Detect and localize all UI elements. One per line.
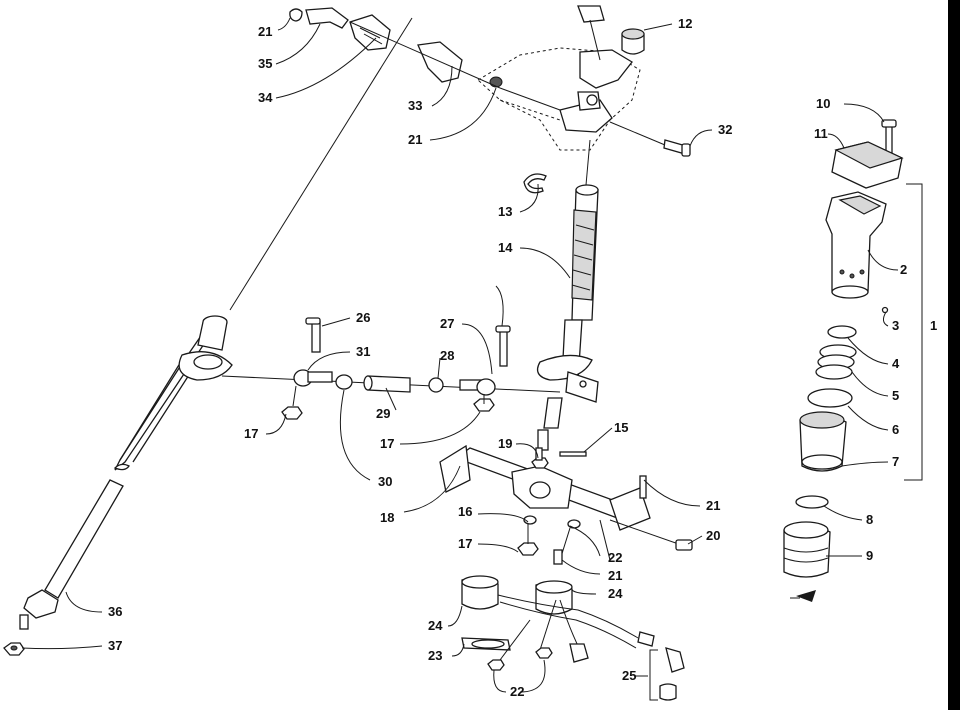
steering-shaft-lower (19, 17, 413, 630)
pivot-tube (439, 444, 693, 565)
callout-15: 15 (614, 420, 628, 435)
nut-37 (3, 642, 25, 656)
callout-17-left: 17 (244, 426, 258, 441)
column-head-assembly (783, 119, 923, 602)
callout-27: 27 (440, 316, 454, 331)
callout-25: 25 (622, 668, 636, 683)
callout-2: 2 (900, 262, 907, 277)
callout-24-left: 24 (428, 618, 443, 633)
callout-17-lower: 17 (458, 536, 472, 551)
callout-29: 29 (376, 406, 390, 421)
callout-11: 11 (814, 126, 828, 141)
callout-17-mid: 17 (380, 436, 394, 451)
callout-18: 18 (380, 510, 394, 525)
callout-20: 20 (706, 528, 720, 543)
callout-12: 12 (678, 16, 692, 31)
callout-labels: 21 35 34 33 21 12 32 13 14 26 31 27 28 2… (108, 16, 937, 699)
callout-21-top: 21 (258, 24, 272, 39)
callout-16: 16 (458, 504, 472, 519)
callout-33: 33 (408, 98, 422, 113)
clamp-12 (577, 5, 645, 61)
page-edge (948, 0, 960, 710)
callout-28: 28 (440, 348, 454, 363)
callout-22-lower: 22 (510, 684, 524, 699)
callout-1: 1 (930, 318, 937, 333)
callout-37: 37 (108, 638, 122, 653)
callout-6: 6 (892, 422, 899, 437)
callout-30: 30 (378, 474, 392, 489)
callout-7: 7 (892, 454, 899, 469)
top-linkage (289, 7, 561, 111)
connector-25 (649, 647, 685, 701)
callout-31: 31 (356, 344, 370, 359)
retaining-ring-13 (523, 173, 547, 194)
callout-3: 3 (892, 318, 899, 333)
callout-21-right: 21 (706, 498, 720, 513)
callout-26-left: 26 (356, 310, 370, 325)
callout-35: 35 (258, 56, 272, 71)
callout-24-right: 24 (608, 586, 623, 601)
steering-bracket (477, 47, 641, 151)
steering-column-upper (536, 139, 599, 451)
bolt-32 (609, 121, 691, 157)
sensor-assembly (461, 575, 655, 671)
callout-10: 10 (816, 96, 830, 111)
callout-21-lower: 21 (608, 568, 622, 583)
callout-8: 8 (866, 512, 873, 527)
callout-22-upper: 22 (608, 550, 622, 565)
callout-23: 23 (428, 648, 442, 663)
callout-36: 36 (108, 604, 122, 619)
callout-34: 34 (258, 90, 273, 105)
callout-14: 14 (498, 240, 513, 255)
callout-5: 5 (892, 388, 899, 403)
callout-32: 32 (718, 122, 732, 137)
callout-21-bracket: 21 (408, 132, 422, 147)
callout-13: 13 (498, 204, 512, 219)
callout-19: 19 (498, 436, 512, 451)
callout-9: 9 (866, 548, 873, 563)
callout-4: 4 (892, 356, 900, 371)
pin-15 (559, 451, 587, 457)
leader-lines (21, 17, 899, 693)
tie-link (221, 317, 561, 420)
